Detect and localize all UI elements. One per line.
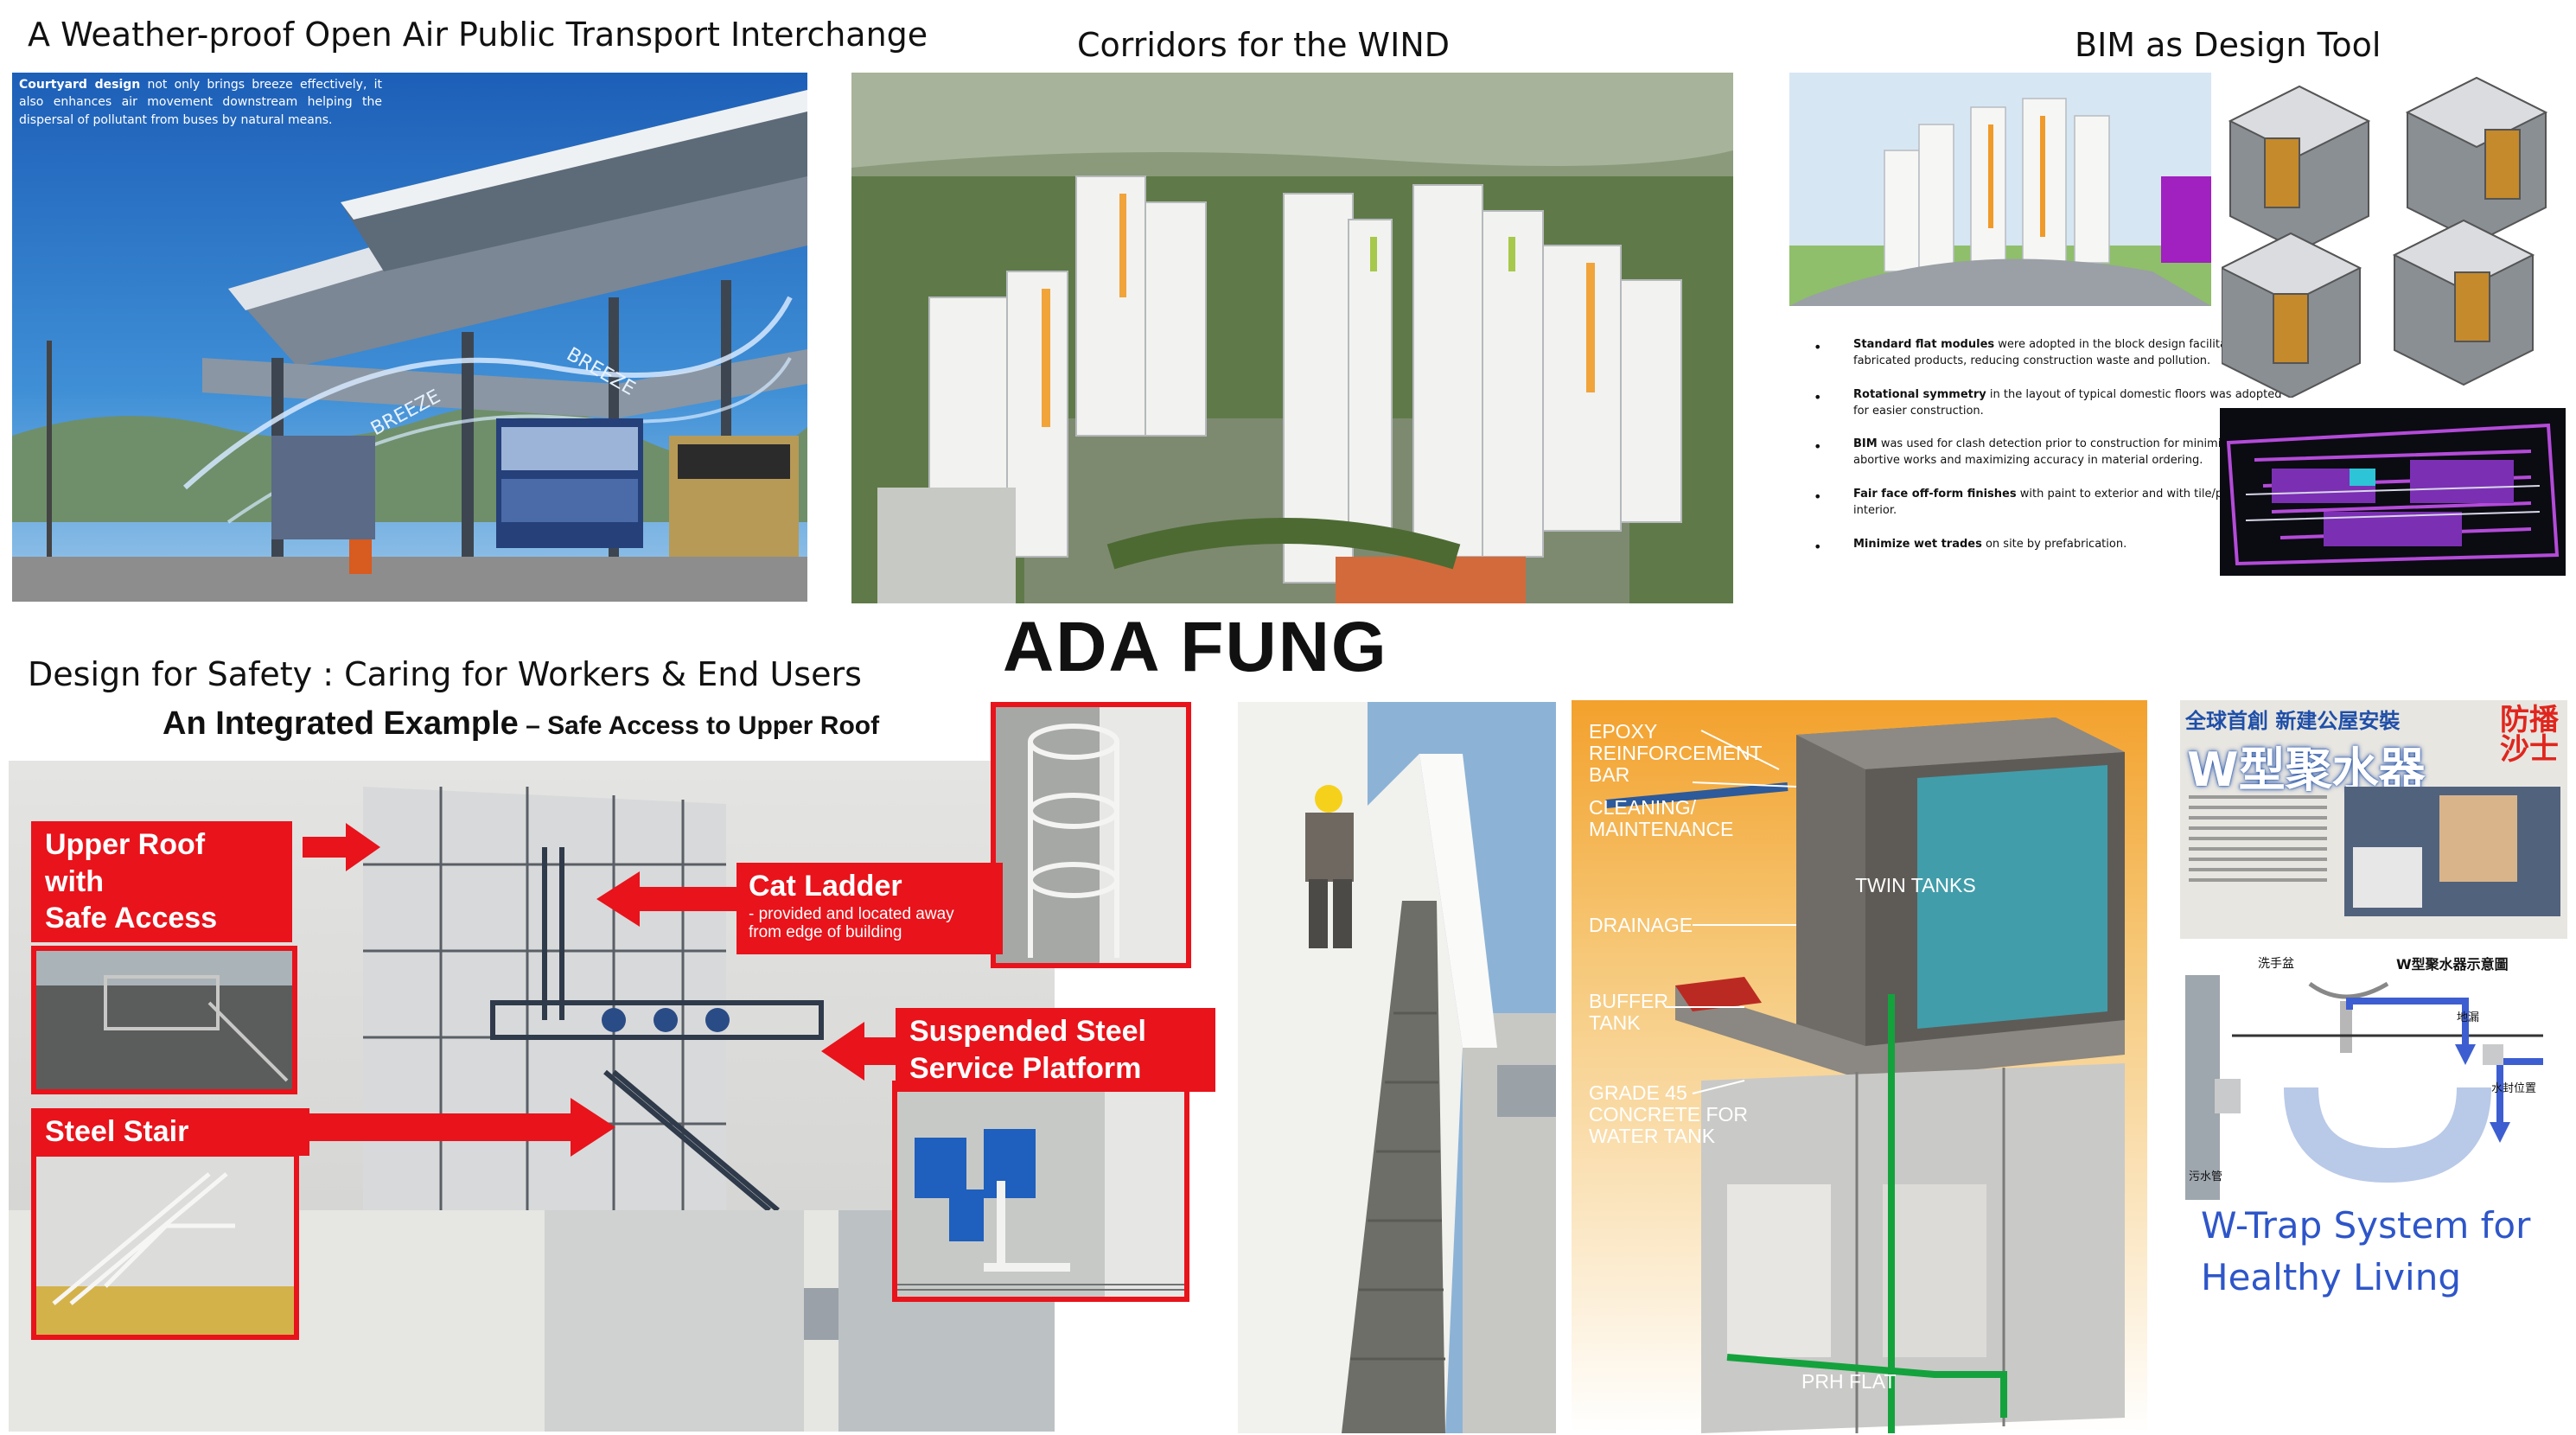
- newspaper-headline-side: 防播 沙士: [2500, 703, 2559, 767]
- buffer-tank-label: BUFFER TANK: [1589, 990, 1668, 1034]
- main-title: ADA FUNG: [1003, 608, 1388, 686]
- bim-bullet: BIM was used for clash detection prior t…: [1814, 437, 2286, 469]
- bim-bullet: Minimize wet trades on site by prefabric…: [1814, 537, 2286, 557]
- bim-render-photo: [1789, 73, 2211, 306]
- platform-inset: [892, 1081, 1189, 1302]
- transport-interchange-photo: BREEZE BREEZE Courtyard design not only …: [12, 73, 807, 602]
- safety-title: Design for Safety : Caring for Workers &…: [28, 655, 862, 693]
- courtyard-caption-bold: Courtyard design: [19, 78, 141, 92]
- upper-roof-label: Upper Roof with Safe Access: [31, 821, 292, 942]
- bim-bullet: Standard flat modules were adopted in th…: [1814, 337, 2286, 370]
- safety-subtitle: An Integrated Example – Safe Access to U…: [163, 705, 879, 743]
- transport-title: A Weather-proof Open Air Public Transpor…: [28, 16, 928, 54]
- grade-concrete-label: GRADE 45 CONCRETE FOR WATER TANK: [1589, 1081, 1748, 1147]
- bim-bullet-list: Standard flat modules were adopted in th…: [1814, 337, 2286, 571]
- w-trap-seal-label: 水封位置: [2491, 1082, 2537, 1095]
- cat-ladder-label: Cat Ladder - provided and located away f…: [736, 863, 1003, 954]
- w-trap-inlet-label: 地漏: [2457, 1011, 2480, 1024]
- bim-bullet: Fair face off-form finishes with paint t…: [1814, 487, 2286, 520]
- w-trap-diagram: 洗手盆 W型聚水器示意圖 地漏 水封位置 污水管: [2180, 949, 2567, 1200]
- annotation-arrows: [299, 823, 896, 1157]
- safety-subtitle-main: An Integrated Example: [163, 705, 519, 742]
- water-tank-section-diagram: [1572, 700, 2147, 1433]
- courtyard-caption: not only brings breeze effectively, it a…: [19, 78, 382, 127]
- cleaning-label: CLEANING/ MAINTENANCE: [1589, 796, 1734, 840]
- bim-clash-detection-model: [2220, 408, 2566, 576]
- w-trap-drain-label: 污水管: [2189, 1170, 2223, 1183]
- cat-ladder-note: - provided and located away from edge of…: [749, 904, 954, 942]
- twin-tanks-label: TWIN TANKS: [1855, 874, 1976, 896]
- arrow-left-icon: [596, 871, 736, 927]
- w-trap-basin-label: 洗手盆: [2258, 957, 2294, 971]
- cat-ladder-title: Cat Ladder: [749, 870, 902, 902]
- newspaper-clipping: 全球首創 新建公屋安裝 W型聚水器 防播 沙士: [2180, 700, 2567, 939]
- prh-flat-label: PRH FLAT: [1801, 1370, 1897, 1393]
- steel-stair-inset: [31, 1151, 299, 1340]
- upper-roof-inset: [31, 946, 297, 1094]
- cat-ladder-inset: [991, 702, 1191, 968]
- epoxy-label: EPOXY REINFORCEMENT BAR: [1589, 720, 1763, 786]
- staircase-worker-photo: [1238, 702, 1556, 1433]
- arrow-left-icon: [821, 1022, 896, 1081]
- bim-flat-modules: [2222, 69, 2567, 398]
- platform-label: Suspended Steel Service Platform: [896, 1008, 1215, 1092]
- steel-stair-label: Steel Stair: [31, 1108, 309, 1156]
- drainage-label: DRAINAGE: [1589, 914, 1693, 936]
- arrow-right-icon: [299, 1098, 615, 1157]
- wind-corridor-aerial-photo: [851, 73, 1733, 603]
- bim-title: BIM as Design Tool: [2075, 26, 2382, 64]
- w-trap-diagram-title: W型聚水器示意圖: [2396, 956, 2509, 973]
- safety-subtitle-small: – Safe Access to Upper Roof: [518, 711, 880, 740]
- w-trap-caption: W-Trap System for Healthy Living: [2201, 1204, 2531, 1298]
- wind-title: Corridors for the WIND: [1077, 26, 1451, 64]
- bim-bullet: Rotational symmetry in the layout of typ…: [1814, 387, 2286, 420]
- newspaper-headline: 全球首創 新建公屋安裝: [2185, 709, 2401, 733]
- arrow-right-icon: [303, 823, 380, 871]
